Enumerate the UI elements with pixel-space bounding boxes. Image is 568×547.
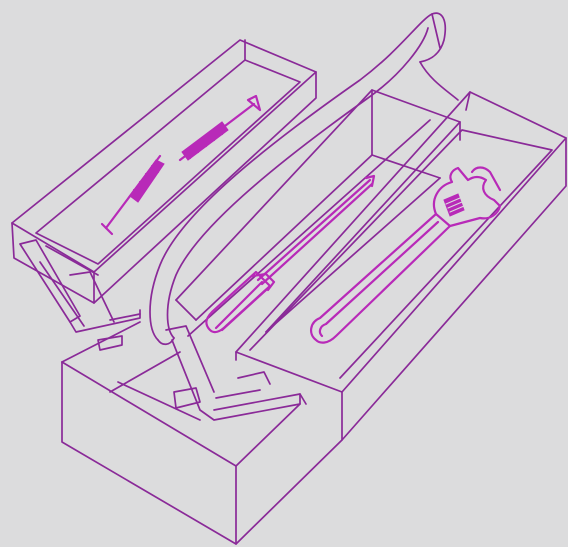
lower-support-arms: [165, 325, 307, 421]
adjustable-wrench-icon: [310, 166, 502, 344]
screwdriver-icon: [205, 174, 376, 334]
toolbox-handle: [149, 12, 459, 346]
left-support-arms: [19, 239, 141, 351]
left-tray: [11, 39, 317, 304]
screw-icon: [100, 94, 262, 236]
right-tray: [235, 91, 567, 441]
toolbox-base: [61, 321, 343, 545]
middle-tray: [175, 89, 461, 337]
